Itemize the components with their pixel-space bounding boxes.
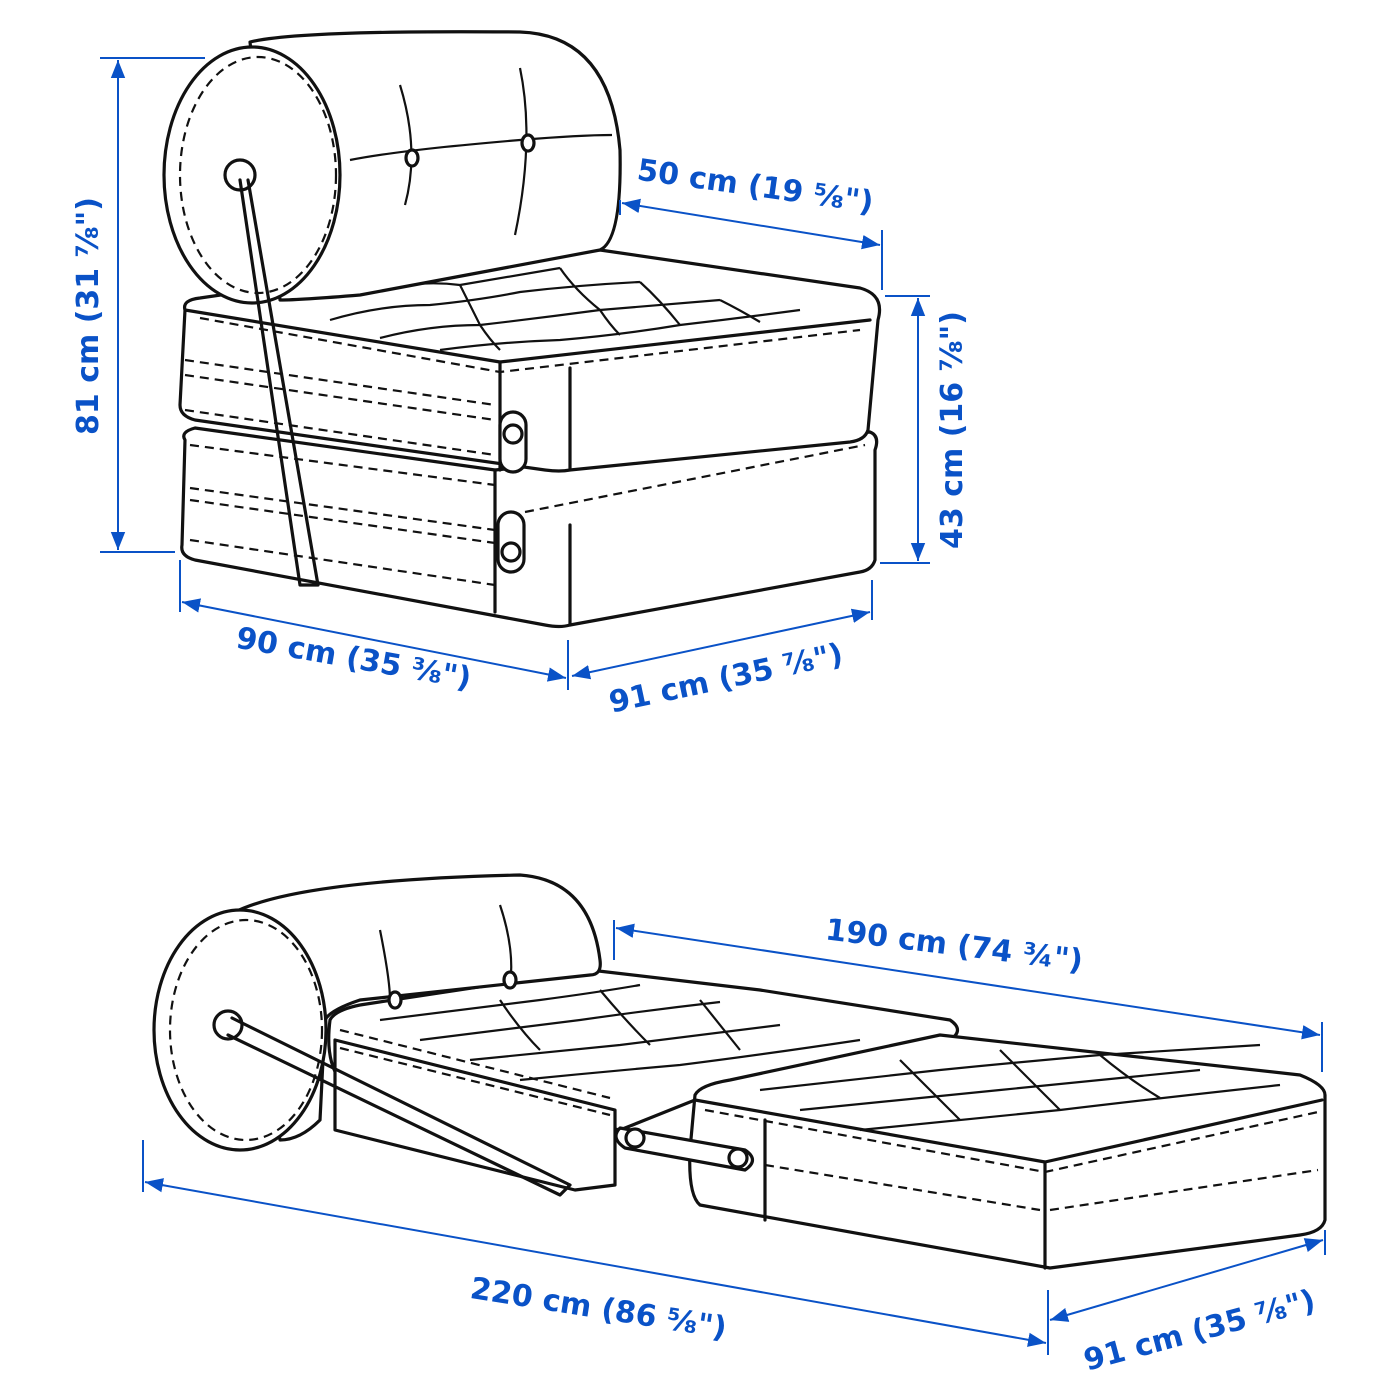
unfolded-bed-drawing bbox=[152, 873, 1327, 1270]
folded-dimension-lines bbox=[100, 57, 930, 690]
folded-depth-label: 91 cm (35 ⅞") bbox=[606, 637, 846, 721]
unfolded-width-label: 91 cm (35 ⅞") bbox=[1080, 1283, 1319, 1378]
folded-chair-drawing bbox=[162, 30, 882, 629]
unfolded-dimension-lines bbox=[142, 920, 1326, 1355]
unfolded-mattress-length-label: 190 cm (74 ¾") bbox=[824, 912, 1085, 978]
folded-width-label: 90 cm (35 ⅜") bbox=[233, 621, 473, 697]
unfolded-total-length-label: 220 cm (86 ⅝") bbox=[468, 1271, 729, 1346]
folded-height-label: 81 cm (31 ⅞") bbox=[71, 197, 106, 435]
folded-seat-height-label: 43 cm (16 ⅞") bbox=[935, 311, 970, 549]
